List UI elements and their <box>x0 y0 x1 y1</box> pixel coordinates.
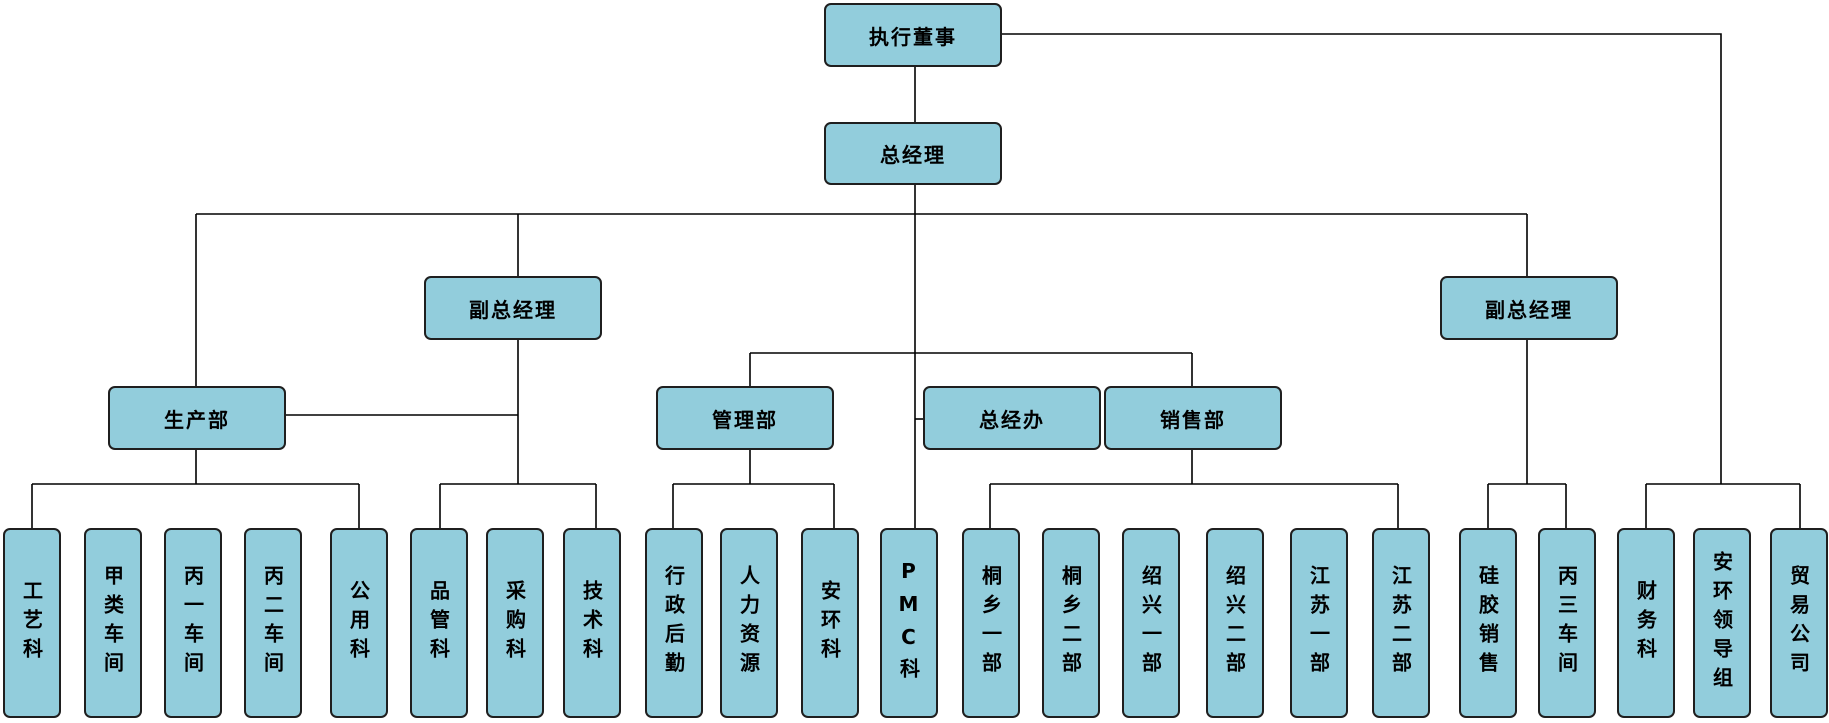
node-process-section[interactable]: 工艺科 <box>3 528 61 718</box>
node-utilities-section[interactable]: 公用科 <box>330 528 388 718</box>
node-sales-dept[interactable]: 销售部 <box>1104 386 1282 450</box>
node-admin-logistics[interactable]: 行政后勤 <box>645 528 703 718</box>
node-tongxiang-1[interactable]: 桐乡一部 <box>962 528 1020 718</box>
node-workshop-c3[interactable]: 丙三车间 <box>1538 528 1596 718</box>
node-label: 工艺科 <box>19 579 44 667</box>
node-safety-env-leadership[interactable]: 安环领导组 <box>1693 528 1751 718</box>
node-jiangsu-1[interactable]: 江苏一部 <box>1290 528 1348 718</box>
node-quality-section[interactable]: 品管科 <box>410 528 468 718</box>
node-label: 桐乡二部 <box>1058 565 1083 681</box>
node-tongxiang-2[interactable]: 桐乡二部 <box>1042 528 1100 718</box>
node-label: 执行董事 <box>869 24 957 49</box>
node-label: 桐乡一部 <box>978 565 1003 681</box>
node-label: 技术科 <box>579 579 604 667</box>
node-shaoxing-2[interactable]: 绍兴二部 <box>1206 528 1264 718</box>
node-label: 销售部 <box>1160 407 1226 432</box>
node-label: 财务科 <box>1633 579 1658 667</box>
node-label: 人力资源 <box>736 565 761 681</box>
node-label: 采购科 <box>502 579 527 667</box>
node-general-manager[interactable]: 总经理 <box>824 122 1002 185</box>
node-label: 甲类车间 <box>100 565 125 681</box>
node-label: 绍兴二部 <box>1222 565 1247 681</box>
node-label: 江苏一部 <box>1306 565 1331 681</box>
node-production-dept[interactable]: 生产部 <box>108 386 286 450</box>
node-safety-env[interactable]: 安环科 <box>801 528 859 718</box>
node-label: 行政后勤 <box>661 565 686 681</box>
node-management-dept[interactable]: 管理部 <box>656 386 834 450</box>
node-label: 总经办 <box>979 407 1045 432</box>
node-label: 硅胶销售 <box>1475 565 1500 681</box>
node-shaoxing-1[interactable]: 绍兴一部 <box>1122 528 1180 718</box>
node-label: 公用科 <box>346 579 371 667</box>
node-label: 总经理 <box>880 143 946 167</box>
node-label: 生产部 <box>164 407 230 432</box>
node-label: PMC科 <box>896 559 921 687</box>
node-label: 贸易公司 <box>1786 565 1811 681</box>
node-label: 安环领导组 <box>1709 550 1734 696</box>
node-label: 副总经理 <box>469 297 557 322</box>
node-label: 绍兴一部 <box>1138 565 1163 681</box>
node-label: 丙二车间 <box>260 565 285 681</box>
node-label: 管理部 <box>712 407 778 432</box>
node-exec-director[interactable]: 执行董事 <box>824 3 1002 67</box>
node-deputy-gm-left[interactable]: 副总经理 <box>424 276 602 340</box>
node-purchasing-section[interactable]: 采购科 <box>486 528 544 718</box>
node-workshop-c1[interactable]: 丙一车间 <box>164 528 222 718</box>
node-label: 安环科 <box>817 579 842 667</box>
node-label: 丙一车间 <box>180 565 205 681</box>
node-label: 品管科 <box>426 579 451 667</box>
node-deputy-gm-right[interactable]: 副总经理 <box>1440 276 1618 340</box>
node-workshop-c2[interactable]: 丙二车间 <box>244 528 302 718</box>
node-trading-company[interactable]: 贸易公司 <box>1770 528 1828 718</box>
node-jiangsu-2[interactable]: 江苏二部 <box>1372 528 1430 718</box>
node-pmc-section[interactable]: PMC科 <box>880 528 938 718</box>
node-finance-section[interactable]: 财务科 <box>1617 528 1675 718</box>
node-silica-sales[interactable]: 硅胶销售 <box>1459 528 1517 718</box>
node-label: 丙三车间 <box>1554 565 1579 681</box>
node-label: 副总经理 <box>1485 297 1573 322</box>
node-workshop-a[interactable]: 甲类车间 <box>84 528 142 718</box>
node-gm-office[interactable]: 总经办 <box>923 386 1101 450</box>
node-human-resources[interactable]: 人力资源 <box>720 528 778 718</box>
node-technical-section[interactable]: 技术科 <box>563 528 621 718</box>
node-label: 江苏二部 <box>1388 565 1413 681</box>
